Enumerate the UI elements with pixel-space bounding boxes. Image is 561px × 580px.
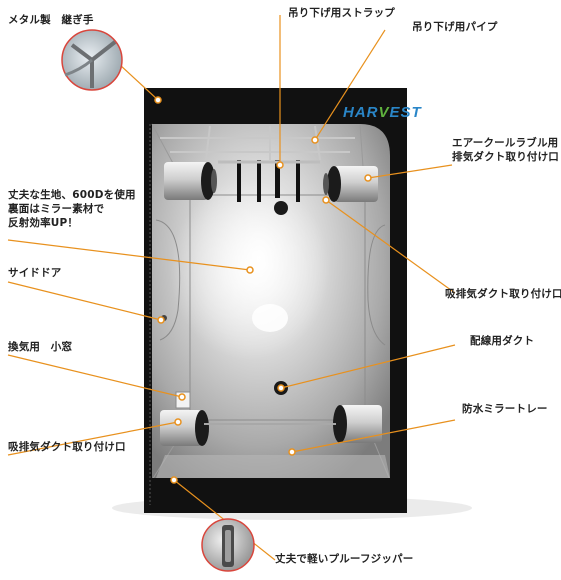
top-duct-left xyxy=(164,162,217,200)
metal-joint-detail xyxy=(61,29,123,91)
bottom-duct-left xyxy=(160,410,209,446)
wire-port-top xyxy=(274,201,288,215)
bottom-duct-right xyxy=(333,405,382,443)
top-duct-right xyxy=(323,166,378,202)
roof-frame xyxy=(160,125,355,161)
label-vent-window: 換気用 小窓 xyxy=(8,341,73,353)
floor-reflection xyxy=(252,304,288,332)
label-fabric: 丈夫な生地、600Dを使用 裏面はミラー素材で 反射効率UP！ xyxy=(8,189,136,230)
tent-bottom-strip xyxy=(144,478,407,513)
label-zipper: 丈夫で軽いプルーフジッパー xyxy=(275,553,414,565)
hanging-straps xyxy=(237,160,300,202)
side-door-right-outline xyxy=(367,224,386,346)
label-side-door: サイドドア xyxy=(8,267,62,279)
label-intake-duct-left: 吸排気ダクト取り付け口 xyxy=(8,441,126,453)
brand-logo: HARVEST xyxy=(343,104,422,121)
label-intake-duct-right: 吸排気ダクト取り付け口 xyxy=(445,288,561,300)
perspective-edges xyxy=(151,123,391,481)
label-wiring-duct: 配線用ダクト xyxy=(470,335,535,347)
label-hanging-strap: 吊り下げ用ストラップ xyxy=(288,7,395,19)
side-door-left-outline xyxy=(155,219,181,341)
label-aircool-duct: エアークールラブル用 排気ダクト取り付け口 xyxy=(452,137,559,164)
zipper-detail xyxy=(201,518,255,572)
leader-points xyxy=(154,96,372,484)
leader-lines xyxy=(7,15,456,561)
waterproof-tray xyxy=(156,455,390,478)
label-hanging-pipe: 吊り下げ用パイプ xyxy=(412,21,498,33)
label-metal-joint: メタル製 継ぎ手 xyxy=(8,14,94,26)
label-waterproof-tray: 防水ミラートレー xyxy=(462,403,548,415)
